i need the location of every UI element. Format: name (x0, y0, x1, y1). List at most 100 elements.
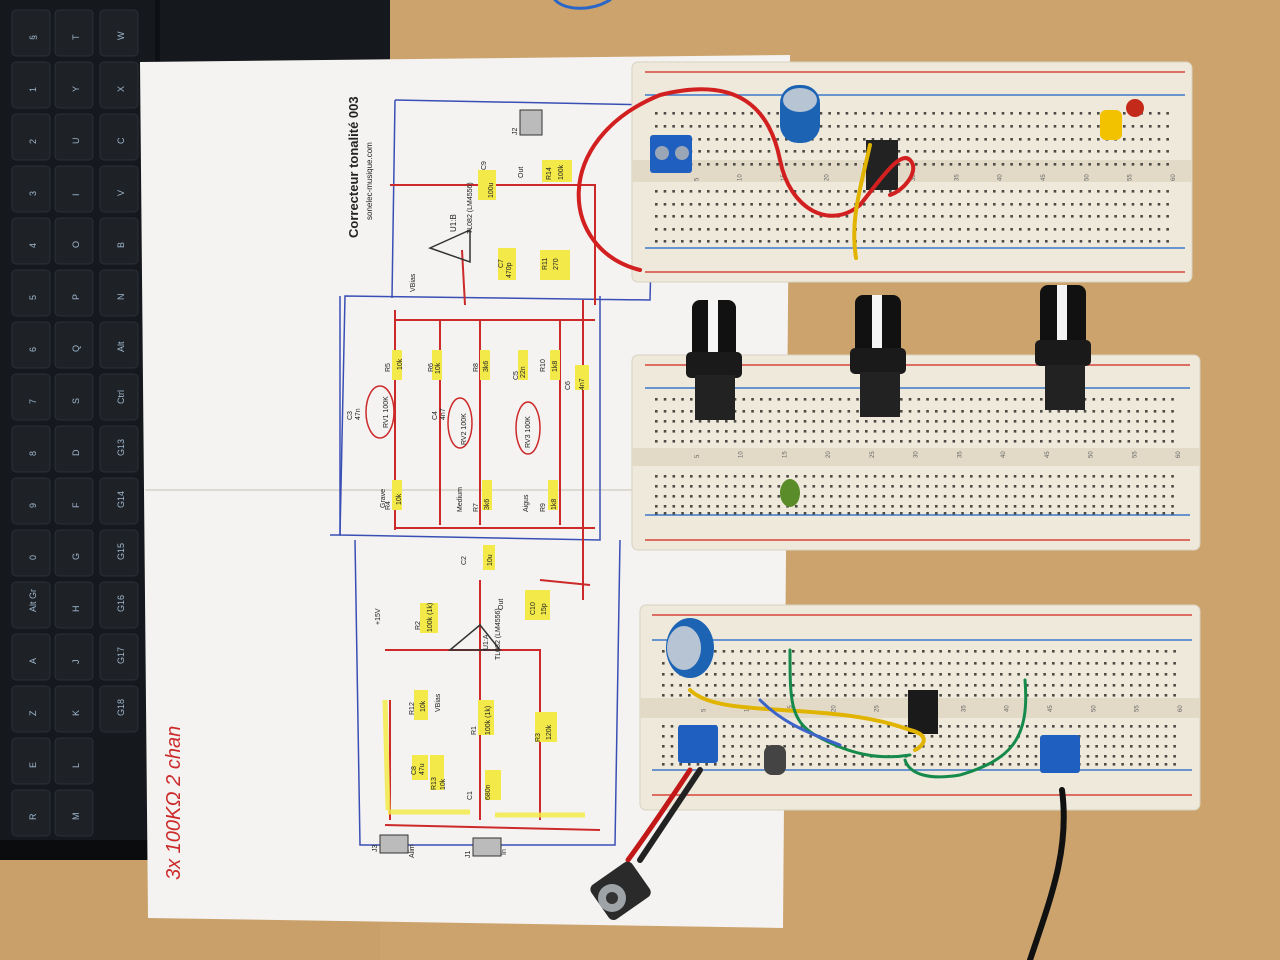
potentiometer-mid[interactable] (850, 295, 906, 417)
breadboard-hole (725, 430, 728, 433)
breadboard-hole (1114, 203, 1117, 206)
breadboard-hole (1095, 725, 1098, 728)
breadboard-hole (908, 475, 912, 478)
breadboard-hole (949, 125, 953, 128)
breadboard-hole (1013, 512, 1017, 515)
keyboard-key-label: P (71, 294, 81, 300)
breadboard-hole (863, 228, 866, 231)
breadboard-hole (856, 430, 859, 433)
breadboard-hole (878, 745, 882, 748)
breadboard-hole (952, 475, 956, 478)
breadboard-hole (698, 512, 702, 515)
breadboard-hole (1162, 495, 1166, 498)
breadboard-hole (1019, 228, 1022, 231)
breadboard-hole (1173, 662, 1176, 665)
breadboard-hole (923, 138, 927, 141)
breadboard-hole (941, 228, 944, 231)
breadboard-hole (1005, 430, 1008, 433)
breadboard-hole (830, 398, 833, 401)
breadboard-hole (1110, 420, 1113, 423)
breadboard-hole (1138, 725, 1142, 728)
label-j2: J2 (512, 128, 519, 136)
potentiometer-bass[interactable] (686, 300, 742, 420)
breadboard-hole (982, 755, 986, 758)
breadboard-hole (786, 410, 789, 413)
breadboard-hole (1097, 112, 1100, 115)
breadboard-hole (740, 662, 743, 665)
breadboard-hole (1008, 763, 1012, 766)
breadboard-hole (1127, 485, 1131, 488)
breadboard-hole (783, 673, 786, 676)
breadboard-hole (1104, 662, 1107, 665)
keyboard-key (11, 789, 51, 837)
breadboard-hole (970, 505, 973, 508)
breadboard-hole (961, 485, 964, 488)
label-r13-val: 10k (440, 778, 447, 790)
breadboard-hole (722, 694, 726, 697)
breadboard-hole (1048, 440, 1052, 443)
breadboard-hole (785, 138, 788, 141)
breadboard-hole (742, 410, 746, 413)
breadboard-hole (742, 398, 746, 401)
label-r14: R14 (546, 167, 553, 180)
breadboard-hole (1086, 755, 1090, 758)
breadboard-hole (707, 430, 711, 433)
label-u1a-part: TL082 (LM4556) (495, 608, 502, 660)
breadboard-hole (809, 745, 812, 748)
breadboard-hole (826, 684, 830, 687)
breadboard-hole (1149, 240, 1152, 243)
label-r5-val: 10k (397, 358, 404, 370)
breadboard-hole (870, 763, 873, 766)
breadboard-hole (1095, 650, 1098, 653)
breadboard-hole (819, 138, 823, 141)
breadboard-hole (733, 430, 737, 433)
breadboard-hole (1027, 138, 1031, 141)
breadboard-hole (906, 215, 909, 218)
breadboard-hole (722, 673, 726, 676)
breadboard-hole (1138, 745, 1142, 748)
breadboard-hole (812, 398, 816, 401)
breadboard-hole (863, 125, 866, 128)
keyboard-key-label: C (116, 137, 126, 144)
breadboard-hole (982, 662, 986, 665)
breadboard-hole (670, 673, 674, 676)
breadboard-hole (1027, 163, 1031, 166)
breadboard-hole (725, 420, 728, 423)
breadboard-hole (861, 745, 864, 748)
breadboard-hole (897, 228, 901, 231)
breadboard-hole (882, 430, 886, 433)
keyboard-key-label: U (71, 138, 81, 145)
breadboard-hole (1121, 745, 1124, 748)
breadboard-hole (1022, 485, 1026, 488)
breadboard-hole (1034, 662, 1038, 665)
breadboard-hole (967, 150, 970, 153)
breadboard-hole (1034, 673, 1038, 676)
breadboard-hole (948, 755, 951, 758)
schematic-sheet: Correcteur tonalité 003 sonelec-musique.… (140, 55, 790, 928)
capacitor-red (1126, 99, 1144, 117)
breadboard-hole (1062, 190, 1065, 193)
breadboard-hole (803, 430, 807, 433)
keyboard-key-label: G16 (116, 595, 126, 612)
keyboard-key (11, 269, 51, 317)
breadboard-hole (1083, 505, 1087, 508)
label-r9: R9 (540, 503, 547, 512)
breadboard-hole (716, 485, 719, 488)
breadboard-hole (856, 440, 859, 443)
breadboard-hole (1101, 398, 1104, 401)
breadboard-hole (698, 215, 701, 218)
keyboard-key (99, 165, 139, 213)
breadboard-hole (1110, 495, 1113, 498)
breadboard-hole (809, 662, 812, 665)
breadboard-hole (1008, 662, 1012, 665)
breadboard-hole (818, 745, 821, 748)
breadboard-hole (722, 725, 726, 728)
potentiometer-treble[interactable] (1035, 285, 1091, 410)
breadboard-hole (689, 228, 693, 231)
breadboard-hole (698, 240, 701, 243)
breadboard-hole (856, 495, 859, 498)
breadboard-hole (741, 240, 745, 243)
breadboard-hole (663, 190, 667, 193)
breadboard-hole (1069, 725, 1072, 728)
breadboard-hole (830, 410, 833, 413)
